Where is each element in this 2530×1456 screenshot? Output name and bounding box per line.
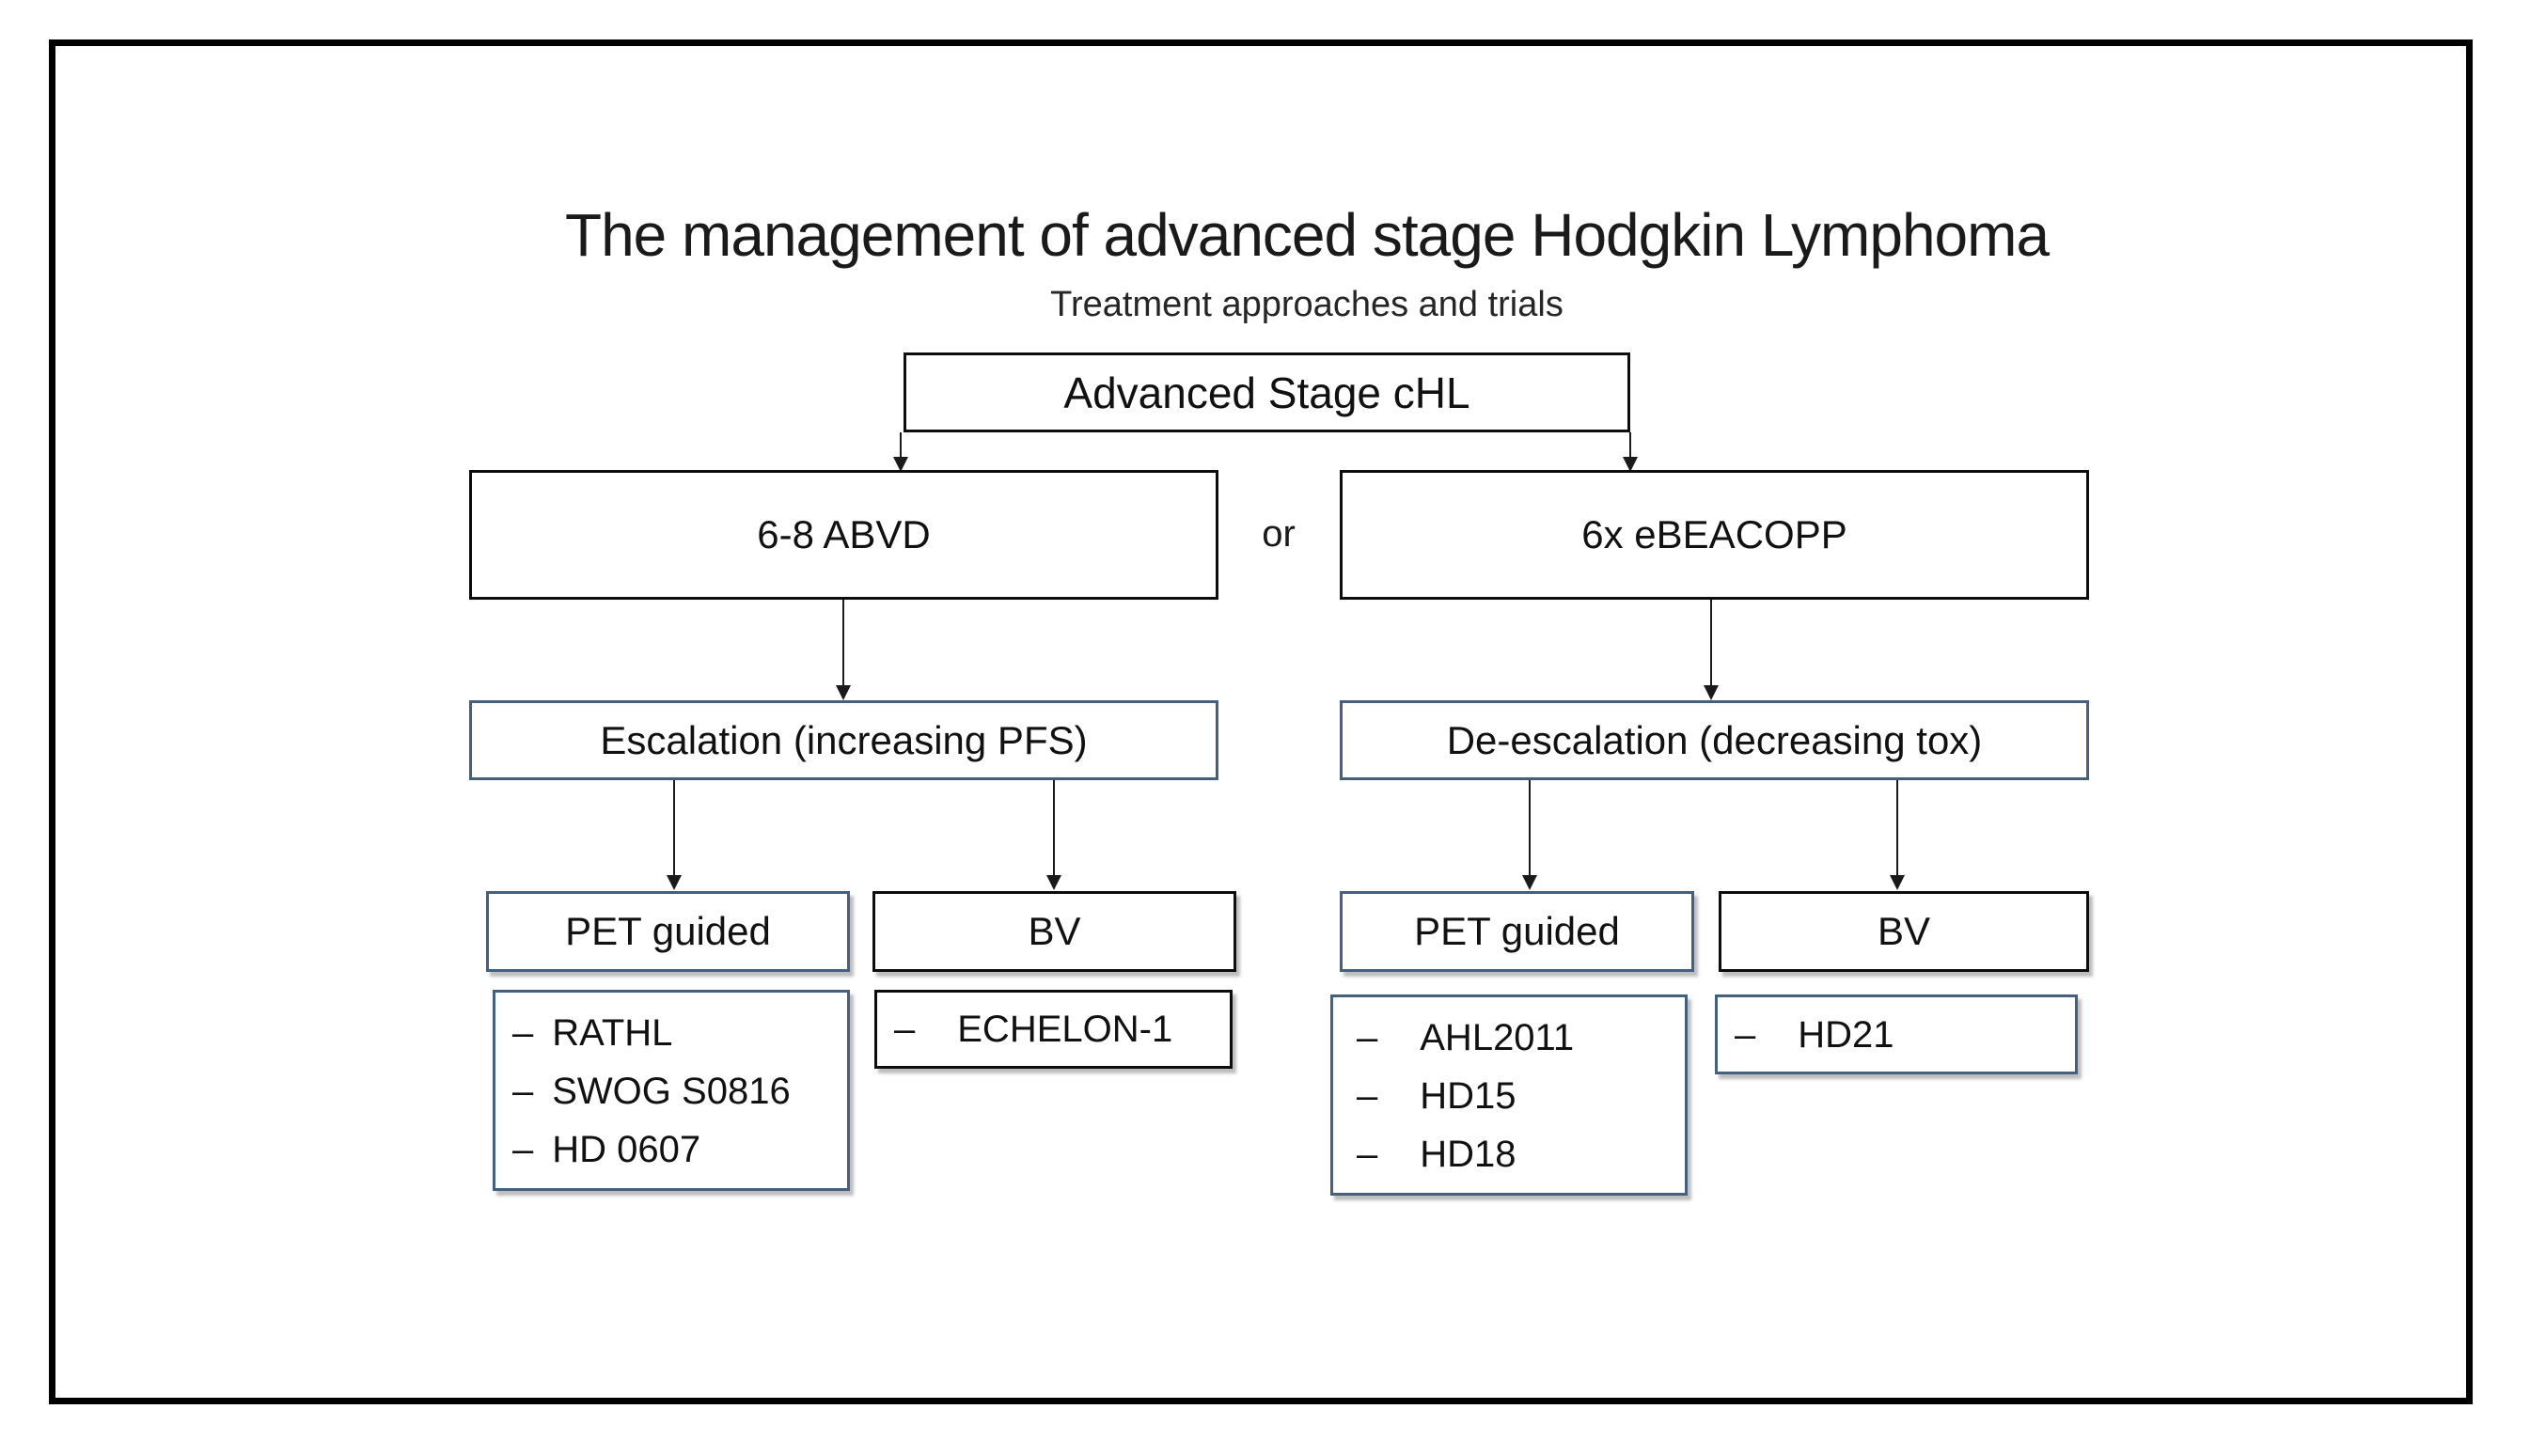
diagram-subtitle: Treatment approaches and trials	[1050, 285, 1564, 324]
trial-item: – SWOG S0816	[512, 1062, 838, 1120]
connector-line	[673, 780, 675, 877]
connector-line	[1629, 432, 1631, 459]
node-escalation-label: Escalation (increasing PFS)	[600, 717, 1088, 762]
bullet-dash-icon: –	[1735, 1013, 1756, 1056]
trial-item: – HD15	[1357, 1067, 1675, 1125]
arrowhead-down-icon	[836, 685, 851, 700]
node-pet-guided-right: PET guided	[1340, 891, 1694, 972]
arrowhead-down-icon	[1522, 875, 1537, 890]
diagram-title: The management of advanced stage Hodgkin…	[564, 201, 2050, 269]
node-ebeacopp-label: 6x eBEACOPP	[1581, 512, 1847, 556]
connector-line	[1529, 780, 1531, 877]
node-abvd: 6-8 ABVD	[469, 470, 1218, 600]
node-ebeacopp: 6x eBEACOPP	[1340, 470, 2089, 600]
trials-list-bv-right: – HD21	[1715, 994, 2078, 1074]
arrowhead-down-icon	[1623, 457, 1638, 472]
arrowhead-down-icon	[667, 875, 682, 890]
connector-line	[842, 600, 844, 686]
arrowhead-down-icon	[1890, 875, 1905, 890]
trial-name: ECHELON-1	[957, 1009, 1173, 1050]
trial-name: HD15	[1420, 1075, 1516, 1117]
node-pet-guided-left: PET guided	[486, 891, 850, 972]
trial-item: – HD 0607	[512, 1120, 838, 1179]
trial-name: RATHL	[552, 1012, 673, 1054]
trial-name: HD18	[1420, 1134, 1516, 1175]
trial-name: SWOG S0816	[552, 1071, 791, 1112]
connector-line	[1896, 780, 1898, 877]
bullet-dash-icon: –	[512, 1071, 534, 1112]
trial-name: HD21	[1798, 1013, 1894, 1056]
trial-item: – HD21	[1735, 1006, 1894, 1064]
node-bv-left-label: BV	[1028, 909, 1081, 953]
node-escalation: Escalation (increasing PFS)	[469, 700, 1218, 780]
node-de-escalation: De-escalation (decreasing tox)	[1340, 700, 2089, 780]
node-bv-left: BV	[872, 891, 1236, 972]
trials-list-bv-left: – ECHELON-1	[874, 990, 1233, 1069]
node-bv-right: BV	[1719, 891, 2089, 972]
node-abvd-label: 6-8 ABVD	[757, 512, 931, 556]
arrowhead-down-icon	[893, 457, 908, 472]
trial-name: AHL2011	[1420, 1017, 1575, 1058]
trials-list-pet-guided-right: – AHL2011 – HD15 – HD18	[1330, 994, 1688, 1196]
trial-name: HD 0607	[552, 1129, 701, 1170]
connector-line	[900, 432, 902, 459]
bullet-dash-icon: –	[512, 1012, 534, 1054]
trial-item: – RATHL	[512, 1004, 838, 1062]
node-advanced-stage-chl-label: Advanced Stage cHL	[1063, 368, 1470, 417]
bullet-dash-icon: –	[894, 1009, 916, 1050]
or-label: or	[1262, 513, 1296, 555]
bullet-dash-icon: –	[1357, 1075, 1378, 1117]
bullet-dash-icon: –	[1357, 1134, 1378, 1175]
connector-line	[1710, 600, 1712, 686]
bullet-dash-icon: –	[1357, 1017, 1378, 1058]
node-de-escalation-label: De-escalation (decreasing tox)	[1446, 717, 1983, 762]
node-pet-guided-left-label: PET guided	[565, 909, 771, 953]
trials-list-pet-guided-left: – RATHL – SWOG S0816 – HD 0607	[493, 990, 850, 1191]
arrowhead-down-icon	[1704, 685, 1719, 700]
trial-item: – ECHELON-1	[894, 1000, 1172, 1058]
trial-item: – HD18	[1357, 1125, 1675, 1183]
arrowhead-down-icon	[1046, 875, 1061, 890]
bullet-dash-icon: –	[512, 1129, 534, 1170]
connector-line	[1053, 780, 1055, 877]
node-advanced-stage-chl: Advanced Stage cHL	[904, 352, 1630, 432]
trial-item: – AHL2011	[1357, 1009, 1675, 1067]
node-pet-guided-right-label: PET guided	[1414, 909, 1620, 953]
node-bv-right-label: BV	[1877, 909, 1931, 953]
